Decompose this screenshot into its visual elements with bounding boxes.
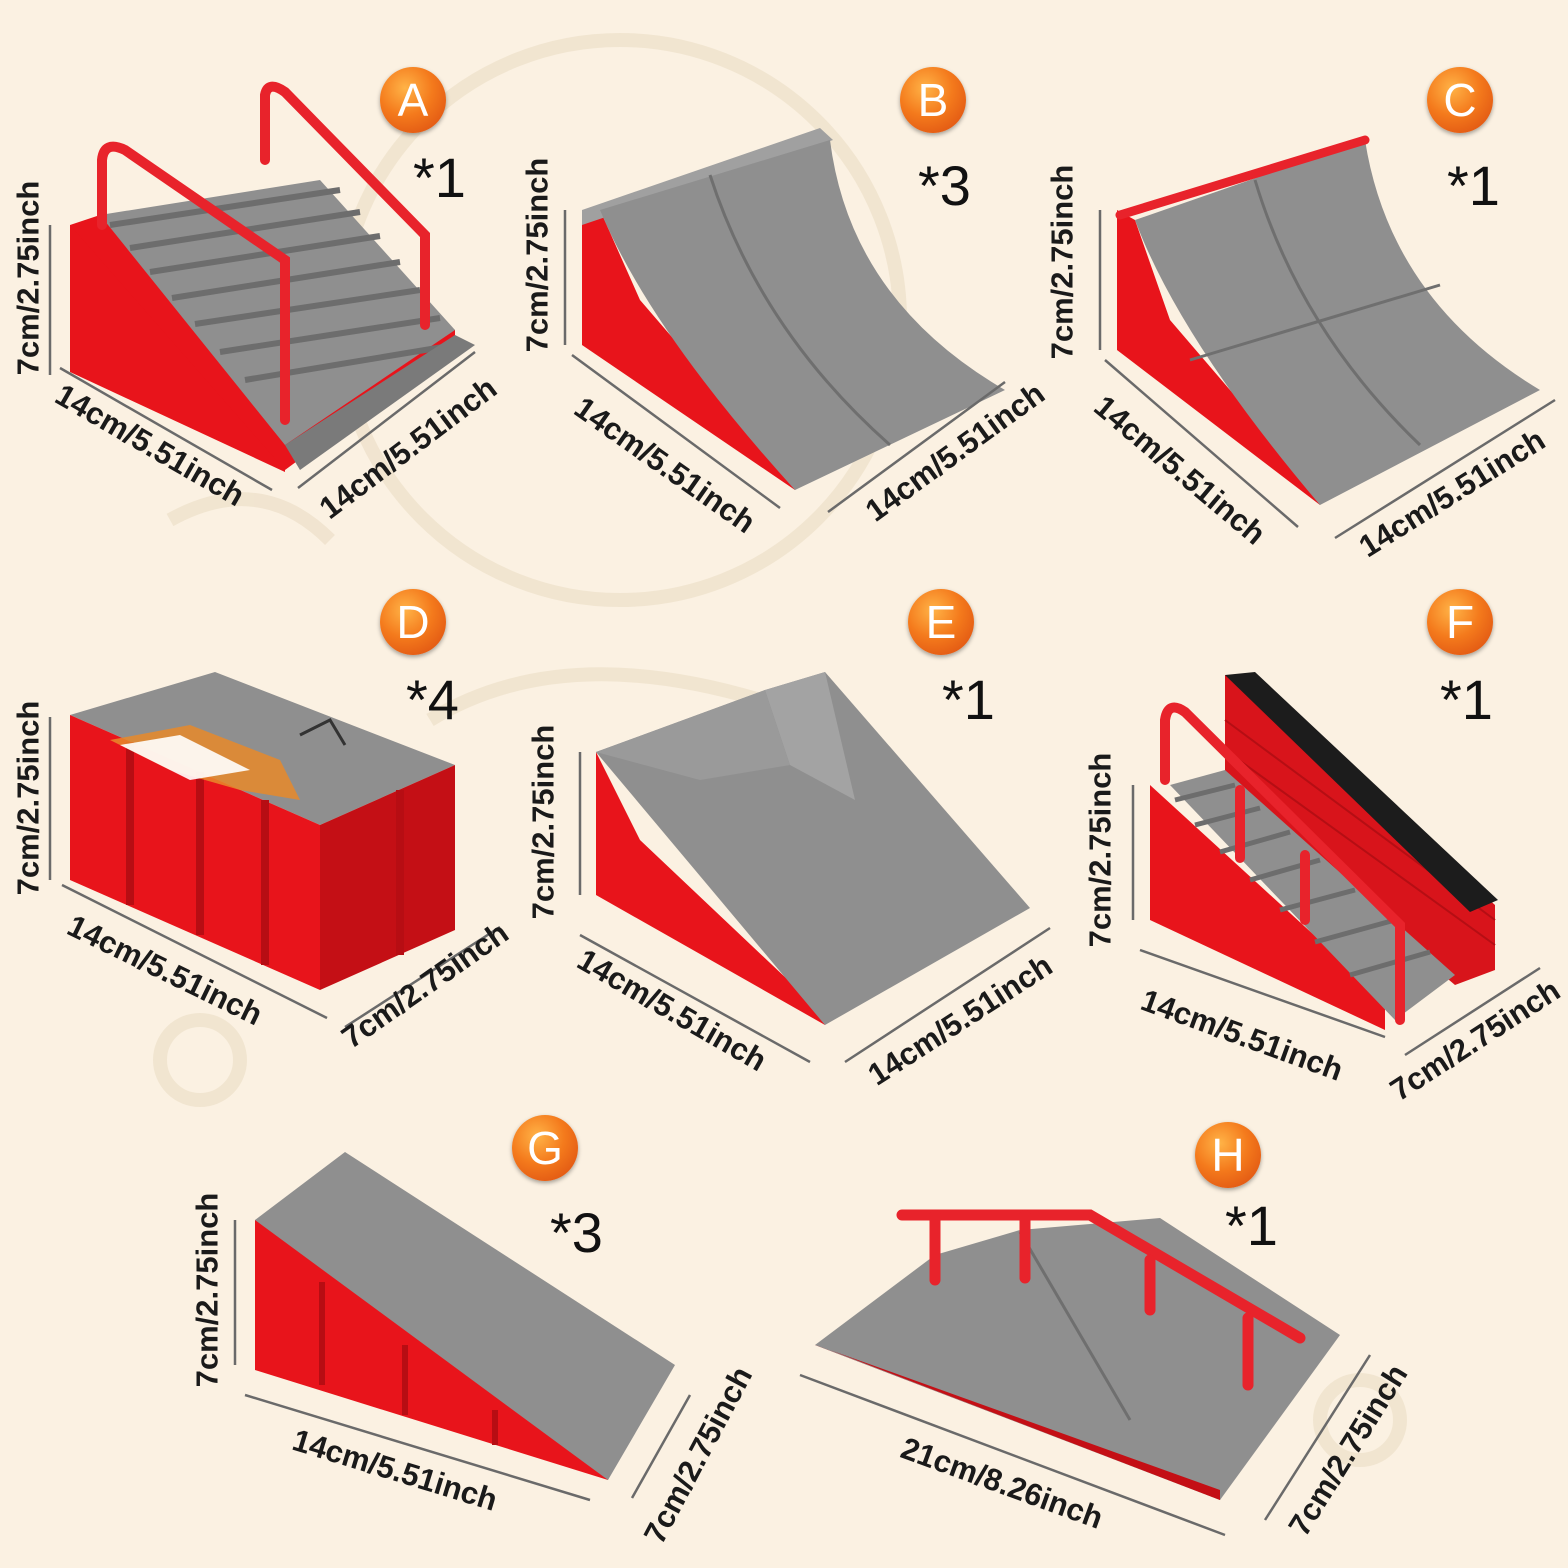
badge-f: F xyxy=(1427,589,1493,655)
piece-b-quarter-pipe xyxy=(582,128,1005,490)
piece-g-launch-ramp xyxy=(255,1152,675,1480)
quantity-e: *1 xyxy=(942,668,995,731)
piece-d-box xyxy=(70,672,455,990)
badge-e: E xyxy=(908,589,974,655)
quantity-c: *1 xyxy=(1447,154,1500,217)
dimension-lines xyxy=(48,210,1556,1537)
badge-d: D xyxy=(380,589,446,655)
dim-c-height: 7cm/2.75inch xyxy=(1044,164,1080,360)
quantity-d: *4 xyxy=(406,668,459,731)
dim-b-height: 7cm/2.75inch xyxy=(519,157,555,353)
badge-c: C xyxy=(1427,67,1493,133)
badge-a: A xyxy=(380,67,446,133)
badge-h: H xyxy=(1195,1122,1261,1188)
quantity-f: *1 xyxy=(1440,668,1493,731)
quantity-g: *3 xyxy=(550,1201,603,1264)
piece-e-kicker xyxy=(596,672,1030,1025)
quantity-a: *1 xyxy=(413,146,466,209)
piece-f-stairs-wall xyxy=(1150,672,1498,1030)
dim-d-height: 7cm/2.75inch xyxy=(10,700,46,896)
quantity-h: *1 xyxy=(1225,1194,1278,1257)
piece-c-quarter-pipe xyxy=(1115,135,1540,505)
piece-a-stairs xyxy=(70,81,475,472)
dim-e-height: 7cm/2.75inch xyxy=(525,724,561,920)
badge-b: B xyxy=(900,67,966,133)
quantity-b: *3 xyxy=(918,154,971,217)
piece-h-pyramid-rail xyxy=(815,1209,1340,1500)
dim-g-height: 7cm/2.75inch xyxy=(189,1192,225,1388)
badge-g: G xyxy=(512,1115,578,1181)
dim-a-height: 7cm/2.75inch xyxy=(10,180,46,376)
graffiti-decal xyxy=(110,718,347,800)
dim-f-height: 7cm/2.75inch xyxy=(1082,752,1118,948)
